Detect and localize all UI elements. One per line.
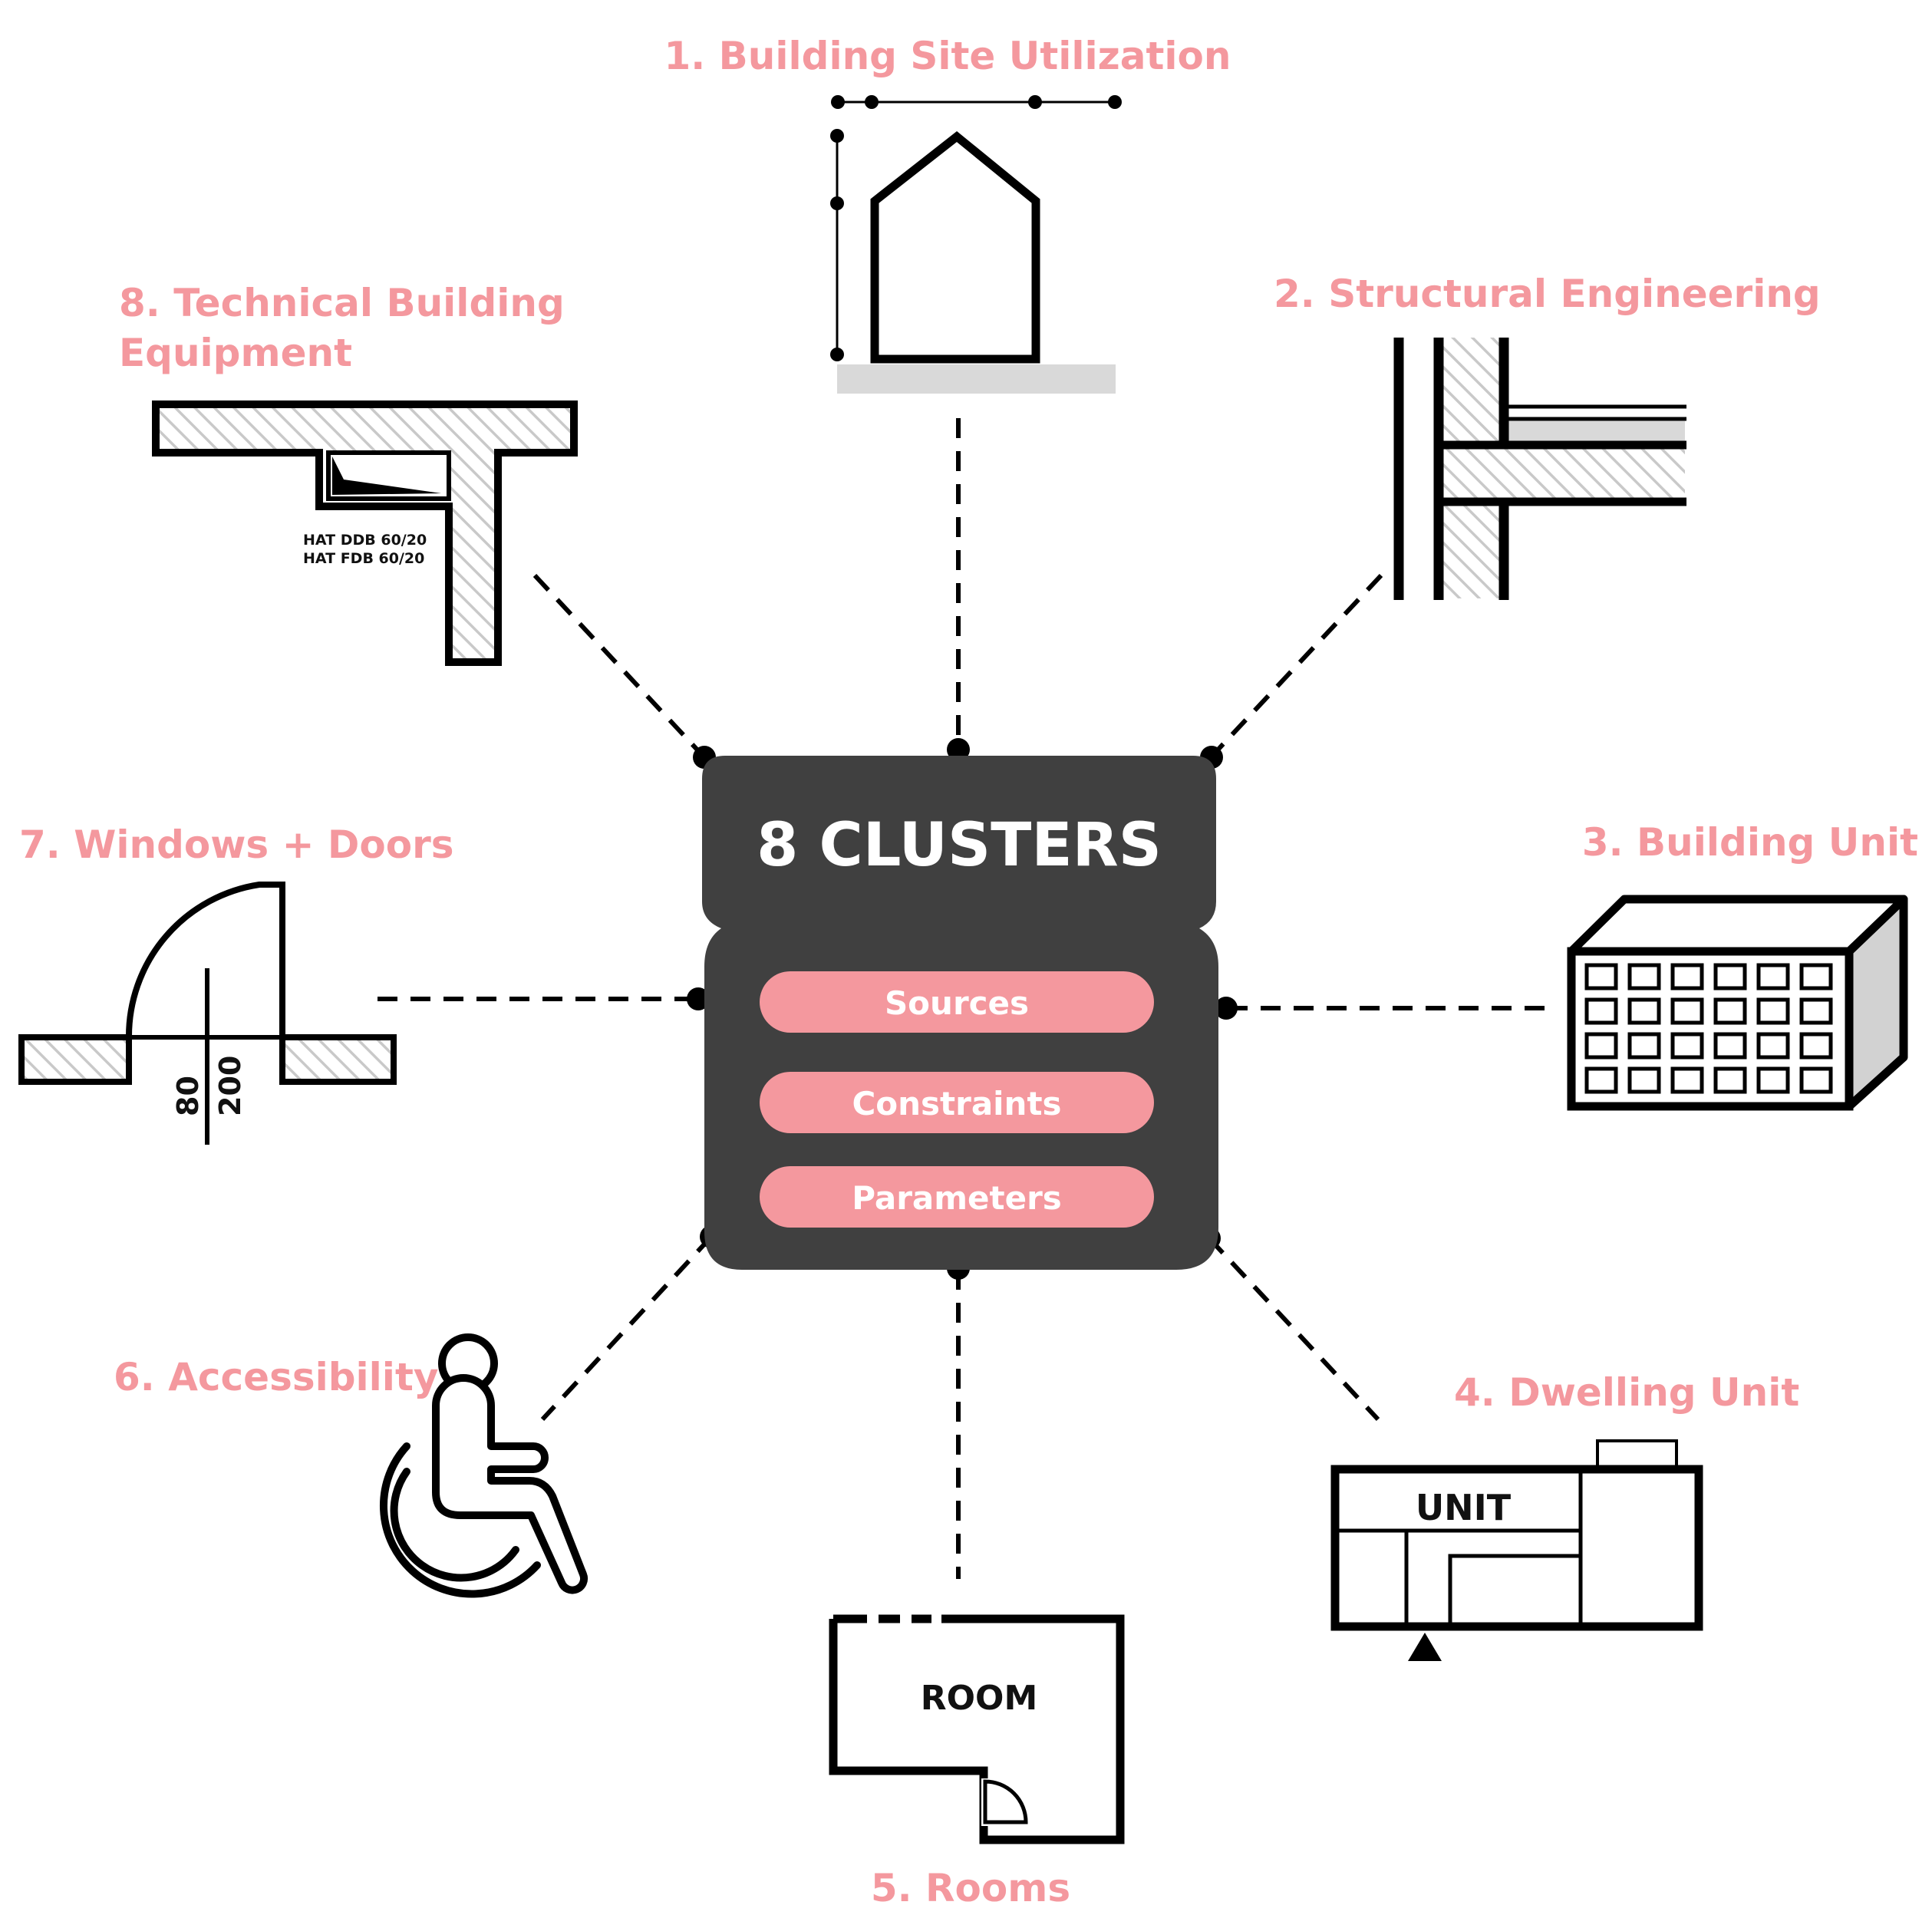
building-window [1670,1032,1704,1060]
entrance-triangle-icon [1408,1633,1442,1661]
dwelling-unit-icon: UNIT [1330,1439,1703,1661]
cluster-6-label: 6. Accessibility [114,1355,438,1399]
cluster-4-label: 4. Dwelling Unit [1454,1370,1799,1415]
building-window [1799,1066,1833,1094]
door-dim-80: 80 [171,1076,205,1116]
building-window [1584,997,1618,1025]
building-window [1756,997,1790,1025]
building-window [1713,997,1747,1025]
unit-text: UNIT [1416,1487,1512,1528]
room-plan-icon: ROOM [829,1614,1125,1844]
building-window [1627,1066,1661,1094]
cluster-7-label: 7. Windows + Doors [19,822,454,867]
room-door-swing [983,1779,1028,1824]
center-title: 8 CLUSTERS [757,811,1162,880]
cluster-2-label: 2. Structural Engineering [1274,272,1821,316]
connector-1-dot [947,738,970,761]
building-window [1713,1066,1747,1094]
building-window [1756,963,1790,990]
building-window [1584,963,1618,990]
pill-sources-label: Sources [885,984,1029,1022]
building-window [1670,997,1704,1025]
building-window [1799,1032,1833,1060]
ground-strip [837,364,1116,394]
technical-equipment-icon: HAT DDB 60/20 HAT FDB 60/20 [152,400,578,666]
pill-constraints-label: Constraints [852,1085,1061,1122]
connector-4 [1207,1236,1380,1422]
building-window [1627,963,1661,990]
pill-sources [760,971,1154,1033]
cluster-1-label: 1. Building Site Utilization [664,34,1231,78]
connector-6 [540,1234,714,1422]
wheelchair-icon [380,1333,589,1598]
connector-7-dot [687,987,710,1010]
pill-parameters [760,1166,1154,1228]
building-window [1799,963,1833,990]
cluster-5-label: 5. Rooms [871,1866,1070,1910]
connector-2 [1210,573,1383,758]
pill-constraints [760,1072,1154,1133]
center-panel: 8 CLUSTERS Sources Constraints Parameter… [702,756,1218,1270]
equipment-note-2: HAT FDB 60/20 [303,550,424,567]
building-window [1713,1032,1747,1060]
connector-8 [532,573,705,758]
building-window [1627,1032,1661,1060]
pill-parameters-label: Parameters [852,1179,1062,1217]
building-window [1756,1066,1790,1094]
building-window [1670,963,1704,990]
house-outline [870,130,1040,364]
house-site-icon [830,95,1122,394]
door-dim-200: 200 [213,1056,247,1116]
building-window [1670,1066,1704,1094]
structural-section-icon [1393,338,1686,600]
equipment-note-1: HAT DDB 60/20 [303,532,427,549]
cluster-3-label: 3. Building Unit [1582,820,1918,865]
room-text: ROOM [921,1679,1037,1718]
building-window [1799,997,1833,1025]
building-window [1584,1032,1618,1060]
door-plan-icon: 80 200 [18,882,397,1145]
connector-3-dot [1215,997,1238,1020]
building-window [1713,963,1747,990]
cluster-8-label-line1: 8. Technical Building [119,281,565,325]
building-window [1584,1066,1618,1094]
building-window [1756,1032,1790,1060]
cluster-8-label-line2: Equipment [119,331,352,375]
building-block-icon [1567,895,1908,1111]
building-window [1627,997,1661,1025]
